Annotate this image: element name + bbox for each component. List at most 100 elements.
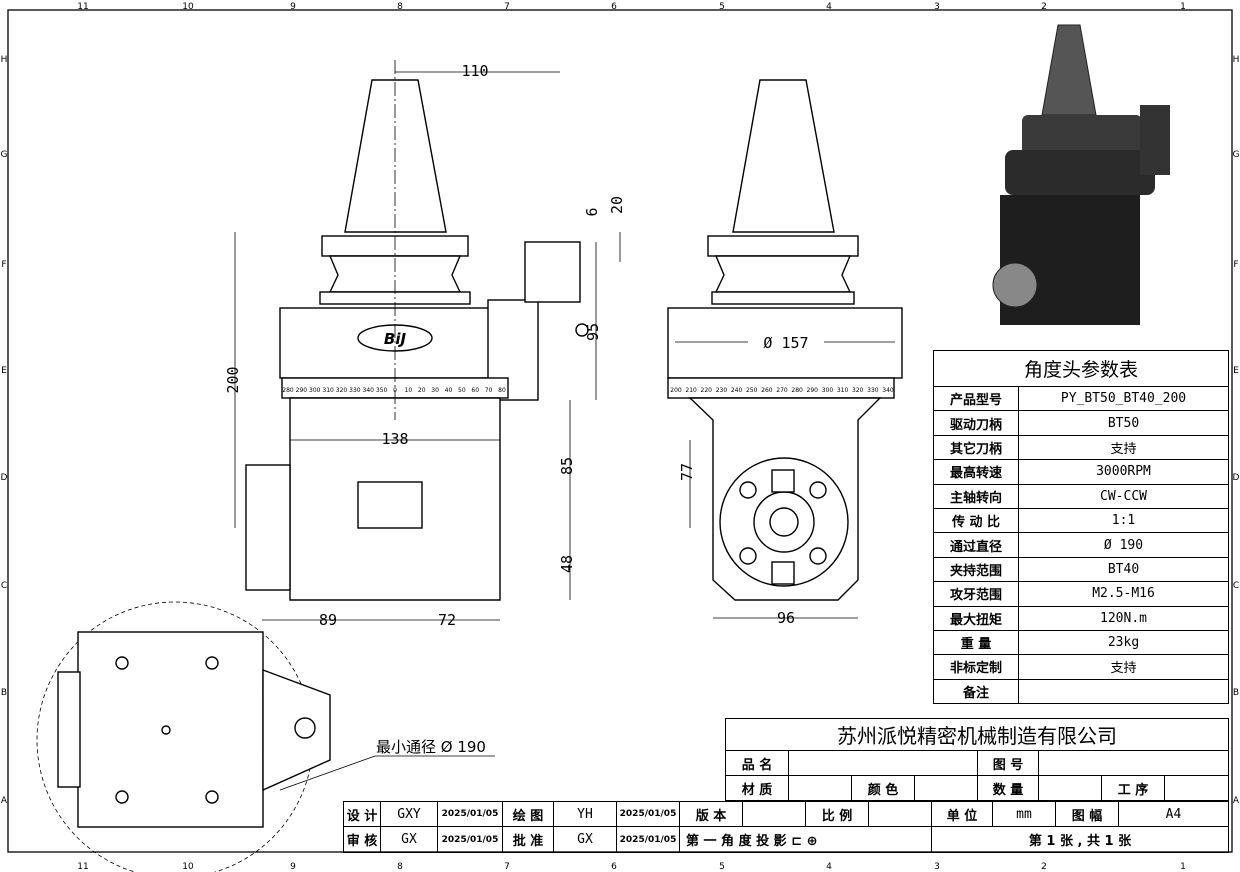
- param-label: 驱动刀柄: [933, 410, 1019, 436]
- approve-date: 2025/01/05: [616, 826, 680, 853]
- dim-89: 89: [319, 611, 337, 629]
- dim-95: 95: [584, 323, 602, 341]
- sheet-count: 第 1 张 , 共 1 张: [931, 826, 1229, 853]
- dial-label: 220: [701, 387, 713, 394]
- zone-letter: F: [1233, 260, 1238, 270]
- dial-label: 230: [716, 387, 728, 394]
- company-name: 苏州派悦精密机械制造有限公司: [725, 718, 1229, 751]
- param-label: 最高转速: [933, 459, 1019, 485]
- zone-number: 4: [826, 2, 832, 12]
- zone-number: 1: [1180, 862, 1186, 872]
- dial-label: 270: [776, 387, 788, 394]
- zone-number: 9: [290, 2, 296, 12]
- stop-pin: [524, 241, 581, 303]
- zone-number: 10: [182, 862, 194, 872]
- drawing-no: [1038, 750, 1229, 776]
- projection-cell: 第 一 角 度 投 影 ⊏ ⊕: [679, 826, 932, 853]
- qty-label: 数 量: [977, 775, 1039, 801]
- param-label: 通过直径: [933, 532, 1019, 558]
- drawing-no-label: 图 号: [977, 750, 1039, 776]
- dial-label: 250: [746, 387, 758, 394]
- param-row: 其它刀柄支持: [933, 434, 1229, 461]
- param-label: 其它刀柄: [933, 434, 1019, 461]
- zone-number: 7: [504, 862, 510, 872]
- param-value: BT40: [1018, 556, 1229, 583]
- dial-label: 10: [405, 387, 413, 394]
- dim-20: 20: [608, 196, 626, 214]
- review-label: 审 核: [343, 826, 381, 853]
- process: [1164, 775, 1229, 801]
- dial-label: 340: [882, 387, 894, 394]
- param-value: BT50: [1018, 410, 1229, 436]
- zone-letter: B: [1, 688, 7, 698]
- color-label: 颜 色: [851, 775, 915, 801]
- dial-label: 60: [471, 387, 479, 394]
- zone-number: 10: [182, 2, 194, 12]
- dim-157: Ø 157: [763, 334, 808, 352]
- param-label: 备注: [933, 678, 1019, 705]
- param-value: [1018, 678, 1229, 705]
- design-date: 2025/01/05: [437, 801, 503, 827]
- dial-label: 320: [852, 387, 864, 394]
- zone-number: 9: [290, 862, 296, 872]
- zone-letter: E: [1, 366, 7, 376]
- dial-label: 240: [731, 387, 743, 394]
- dial-label: 320: [336, 387, 348, 394]
- param-row: 备注: [933, 678, 1229, 705]
- dim-77: 77: [678, 463, 696, 481]
- dim-48: 48: [558, 555, 576, 573]
- zone-number: 3: [934, 862, 940, 872]
- table-title: 角度头参数表: [933, 350, 1229, 387]
- dial-label: 40: [445, 387, 453, 394]
- dial-label: 330: [867, 387, 879, 394]
- zone-number: 5: [719, 862, 725, 872]
- param-label: 重 量: [933, 629, 1019, 656]
- version: [742, 801, 806, 827]
- taper-shank: [344, 79, 447, 233]
- draw-date: 2025/01/05: [616, 801, 680, 827]
- dim-72: 72: [438, 611, 456, 629]
- drawer: YH: [553, 801, 617, 827]
- zone-letter: A: [1, 796, 8, 806]
- param-label: 夹持范围: [933, 556, 1019, 583]
- size-label: 图 幅: [1055, 801, 1119, 827]
- unit-label: 单 位: [931, 801, 993, 827]
- material: [788, 775, 852, 801]
- title-block-bottom: 设 计 GXY 2025/01/05 绘 图 YH 2025/01/05 版 本…: [343, 801, 1229, 853]
- draw-label: 绘 图: [502, 801, 554, 827]
- zone-letter: A: [1233, 796, 1240, 806]
- dial-label: 20: [418, 387, 426, 394]
- product-name: [788, 750, 978, 776]
- approver: GX: [553, 826, 617, 853]
- projection-label: 第 一 角 度 投 影: [686, 834, 787, 849]
- zone-letter: C: [1233, 581, 1239, 591]
- title-block-top: 苏州派悦精密机械制造有限公司 品 名 图 号 材 质 颜 色 数 量 工 序: [725, 718, 1229, 801]
- dial-label: 340: [363, 387, 375, 394]
- dial-label: 300: [822, 387, 834, 394]
- product-name-label: 品 名: [725, 750, 789, 776]
- zone-letter: H: [1233, 55, 1240, 65]
- zone-number: 5: [719, 2, 725, 12]
- first-angle-projection-icon: ⊏ ⊕: [791, 834, 818, 849]
- scale-label: 比 例: [805, 801, 869, 827]
- param-label: 非标定制: [933, 654, 1019, 680]
- zone-letter: B: [1233, 688, 1239, 698]
- material-label: 材 质: [725, 775, 789, 801]
- param-value: 23kg: [1018, 629, 1229, 656]
- zone-number: 6: [611, 2, 617, 12]
- process-label: 工 序: [1101, 775, 1165, 801]
- qty: [1038, 775, 1102, 801]
- size: A4: [1118, 801, 1229, 827]
